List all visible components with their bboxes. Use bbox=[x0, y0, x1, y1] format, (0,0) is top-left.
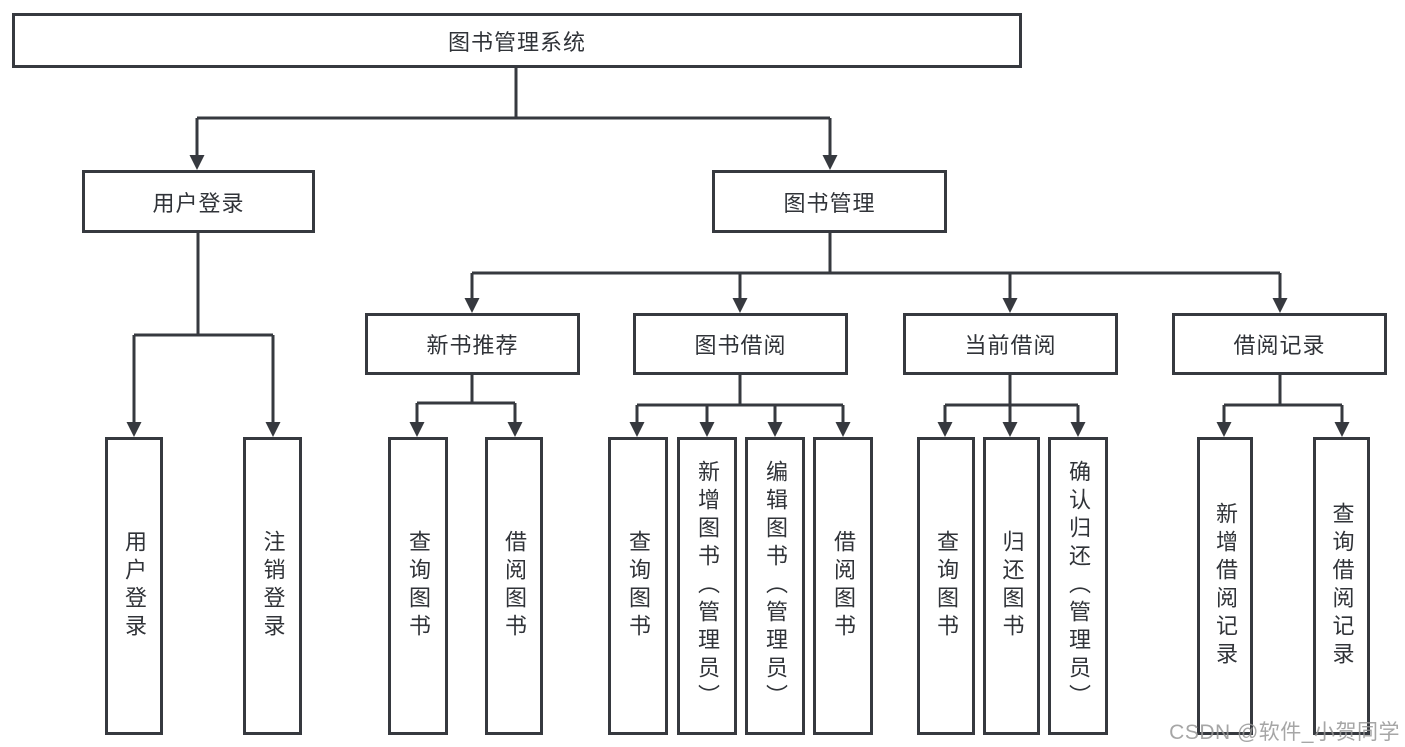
leaf-current-return-book: 归还图书 bbox=[983, 437, 1040, 735]
node-new-book-recommend: 新书推荐 bbox=[365, 313, 580, 375]
leaf-user-login: 用户登录 bbox=[105, 437, 163, 735]
leaf-borrow-query-book: 查询图书 bbox=[608, 437, 668, 735]
node-root: 图书管理系统 bbox=[12, 13, 1022, 68]
node-user-login: 用户登录 bbox=[82, 170, 315, 233]
csdn-watermark: CSDN @软件_小贺同学 bbox=[1169, 721, 1400, 744]
leaf-borrow-edit-book: 编辑图书（管理员） bbox=[745, 437, 805, 735]
leaf-current-confirm-return: 确认归还（管理员） bbox=[1048, 437, 1108, 735]
leaf-borrow-borrow-book: 借阅图书 bbox=[813, 437, 873, 735]
leaf-logout: 注销登录 bbox=[243, 437, 302, 735]
leaf-recommend-query-book: 查询图书 bbox=[388, 437, 448, 735]
connector-paths bbox=[132, 68, 1344, 426]
leaf-borrow-add-book: 新增图书（管理员） bbox=[677, 437, 737, 735]
leaf-current-query-book: 查询图书 bbox=[917, 437, 975, 735]
leaf-recommend-borrow-book: 借阅图书 bbox=[485, 437, 543, 735]
leaf-record-add-record: 新增借阅记录 bbox=[1197, 437, 1253, 735]
node-book-management: 图书管理 bbox=[712, 170, 947, 233]
leaf-record-query-record: 查询借阅记录 bbox=[1313, 437, 1370, 735]
node-book-borrow: 图书借阅 bbox=[633, 313, 848, 375]
node-current-borrow: 当前借阅 bbox=[903, 313, 1118, 375]
node-borrow-record: 借阅记录 bbox=[1172, 313, 1387, 375]
